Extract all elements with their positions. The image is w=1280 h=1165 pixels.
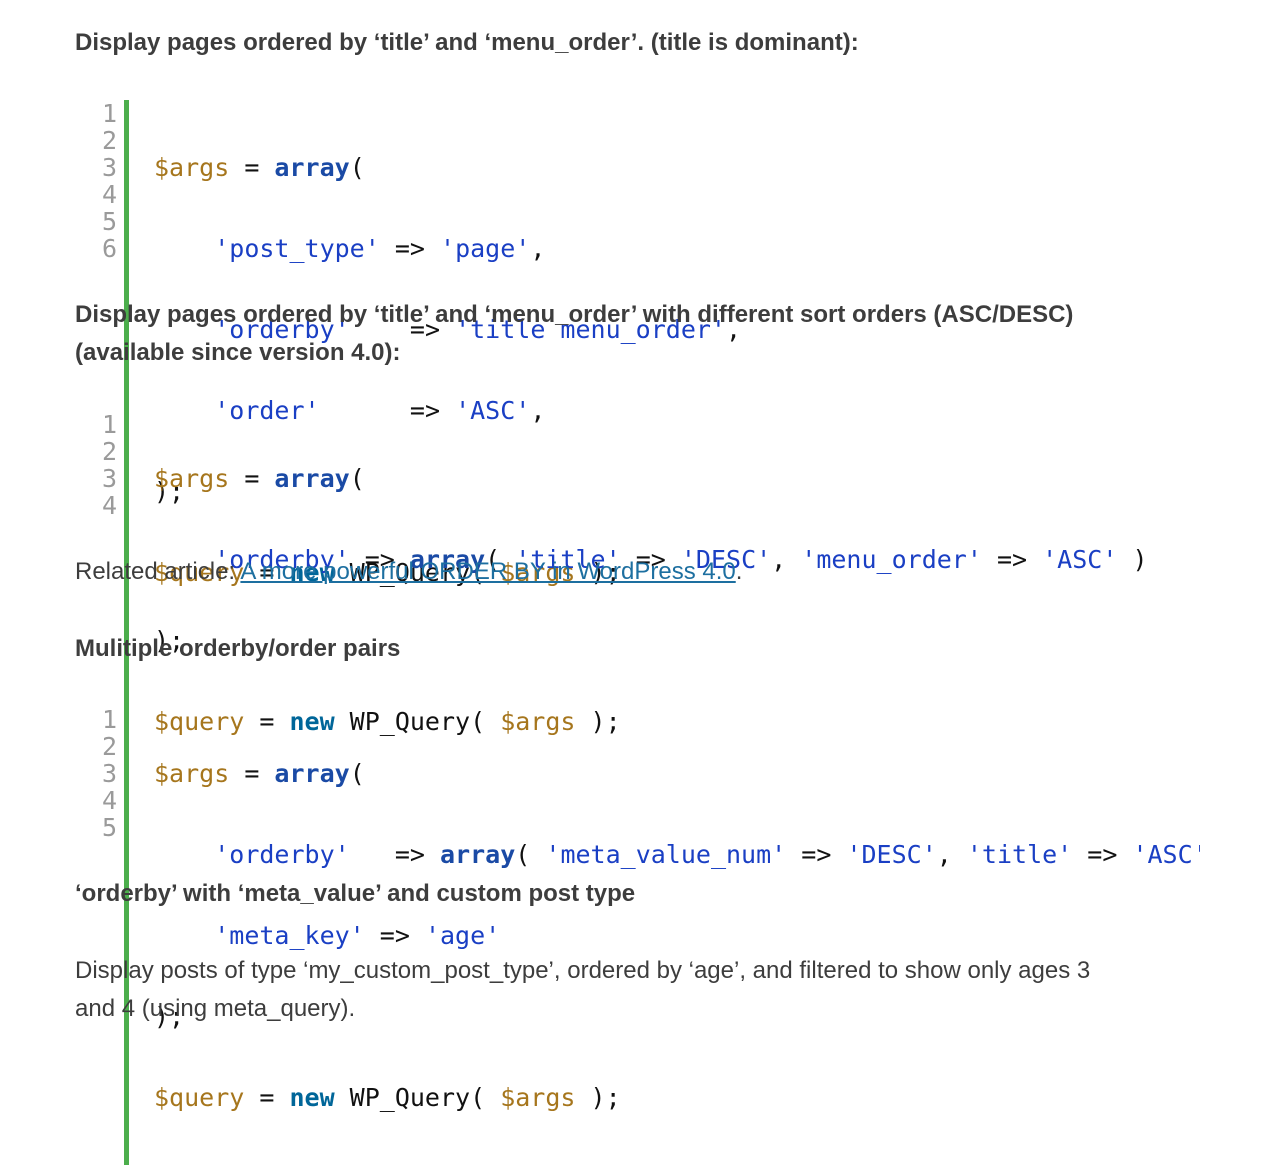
code-block-1: 1 2 3 4 5 6 $args = array( 'post_type' =… [75,100,1200,640]
line-number: 5 [101,207,117,236]
code-gutter-bar [124,706,129,1165]
code-lines[interactable]: $args = array( 'orderby' => array( 'titl… [154,411,1200,789]
heading-multiple-orderby: Mulitiple orderby/order pairs [75,635,401,662]
related-article-link[interactable]: A more powerful ORDER BY in WordPress 4.… [240,558,736,585]
code-block-2: 1 2 3 4 $args = array( 'orderby' => arra… [75,411,1200,789]
related-article-period: . [735,558,743,585]
code-block-3: 1 2 3 4 5 $args = array( 'orderby' => ar… [75,706,1200,1165]
line-number: 4 [101,180,117,209]
code-line: $query = new WP_Query( $args ); [154,707,621,736]
line-number: 3 [101,153,117,182]
code-line: $args = array( [154,759,365,788]
code-line: 'orderby' => array( 'meta_value_num' => … [214,840,1200,869]
code-line: $args = array( [154,153,365,182]
line-number: 2 [101,732,117,761]
code-gutter-bar [124,411,129,789]
heading-title-menu-order: Display pages ordered by ‘title’ and ‘me… [75,29,859,56]
article-content: Display pages ordered by ‘title’ and ‘me… [75,29,1200,1165]
line-number: 1 [101,100,117,128]
line-number: 3 [101,759,117,788]
line-number: 1 [101,706,117,734]
line-number: 1 [101,411,117,439]
code-line: $query = new WP_Query( $args ); [154,558,621,587]
line-numbers: 1 2 3 4 5 6 [75,100,117,640]
line-number: 2 [101,126,117,155]
heading-sort-orders-line-2: (available since version 4.0): [75,339,401,366]
code-line: $args = array( [154,464,365,493]
line-number: 4 [101,786,117,815]
heading-sort-orders-line-1: Display pages ordered by ‘title’ and ‘me… [75,301,1074,328]
line-number: 2 [101,437,117,466]
code-gutter-bar [124,100,129,640]
code-line: $query = new WP_Query( $args ); [154,1083,621,1112]
code-line: 'orderby' => 'title menu_order', [214,315,742,344]
line-numbers: 1 2 3 4 5 [75,706,117,1165]
code-line: 'order' => 'ASC', [214,396,546,425]
line-numbers: 1 2 3 4 [75,411,117,789]
related-article-paragraph: Related article: A more powerful ORDER B… [75,553,742,591]
line-number: 6 [101,234,117,263]
paragraph-custom-post-type-line-1: Display posts of type ‘my_custom_post_ty… [75,957,1091,984]
code-lines[interactable]: $args = array( 'post_type' => 'page', 'o… [154,100,1200,640]
code-line: 'meta_key' => 'age' [214,921,501,950]
line-number: 4 [101,491,117,520]
line-number: 3 [101,464,117,493]
code-line: ); [154,477,185,506]
code-lines[interactable]: $args = array( 'orderby' => array( 'meta… [154,706,1200,1165]
code-line: ); [154,626,185,655]
code-line: ); [154,1002,185,1031]
paragraph-custom-post-type-line-2: and 4 (using meta_query). [75,995,356,1022]
code-line: 'post_type' => 'page', [214,234,546,263]
related-article-label: Related article: [75,558,241,585]
code-line: 'orderby' => array( 'title' => 'DESC', '… [214,545,1148,574]
line-number: 5 [101,813,117,842]
heading-orderby-meta-value: ‘orderby’ with ‘meta_value’ and custom p… [75,880,636,907]
